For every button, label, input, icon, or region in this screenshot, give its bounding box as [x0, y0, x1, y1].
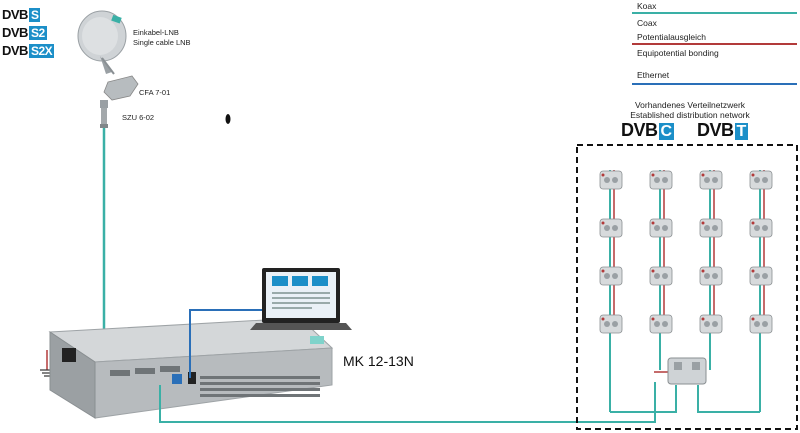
- legend-koax-line: [632, 12, 797, 14]
- wall-outlet-icon: [699, 170, 723, 190]
- legend-ethernet-label: Ethernet: [637, 70, 670, 80]
- wall-outlet-icon: [649, 314, 673, 334]
- wall-outlet-icon: [749, 218, 773, 238]
- wall-outlet-icon: [599, 266, 623, 286]
- wall-outlet-icon: [749, 170, 773, 190]
- satellite-dish-icon: [77, 10, 127, 75]
- ethernet-cable: [189, 309, 262, 378]
- splitter-icon: [667, 357, 707, 385]
- legend-potential-label: Potentialausgleich: [637, 32, 706, 42]
- wall-outlet-icon: [599, 170, 623, 190]
- legend-bonding-line: [632, 43, 797, 45]
- wall-outlet-icon: [699, 314, 723, 334]
- szu-label: SZU 6-02: [122, 113, 155, 122]
- legend-koax-label: Koax: [637, 1, 657, 11]
- wall-outlet-icon: [749, 314, 773, 334]
- legend-ethernet-line: [632, 83, 797, 85]
- wall-outlet-icon: [749, 266, 773, 286]
- legend-coax-label: Coax: [637, 18, 657, 28]
- distribution-network-box: [576, 144, 798, 430]
- network-bonding-lines: [613, 170, 765, 373]
- cfa-mount-icon: [100, 75, 139, 108]
- device-model-label: MK 12-13N: [343, 353, 414, 369]
- wall-outlet-icon: [649, 218, 673, 238]
- wall-outlet-icon: [699, 266, 723, 286]
- szu-connector-icon: [100, 108, 108, 128]
- wall-outlet-grid: [599, 170, 773, 334]
- laptop-icon: [250, 268, 352, 330]
- wall-outlet-icon: [649, 170, 673, 190]
- wall-outlet-icon: [599, 218, 623, 238]
- coax-output-line: [159, 382, 656, 423]
- wall-outlet-icon: [699, 218, 723, 238]
- wall-outlet-icon: [649, 266, 673, 286]
- wall-outlet-icon: [599, 314, 623, 334]
- marker-dot: [225, 114, 231, 124]
- legend-equipotential-label: Equipotential bonding: [637, 48, 719, 58]
- cfa-label: CFA 7-01: [139, 88, 171, 97]
